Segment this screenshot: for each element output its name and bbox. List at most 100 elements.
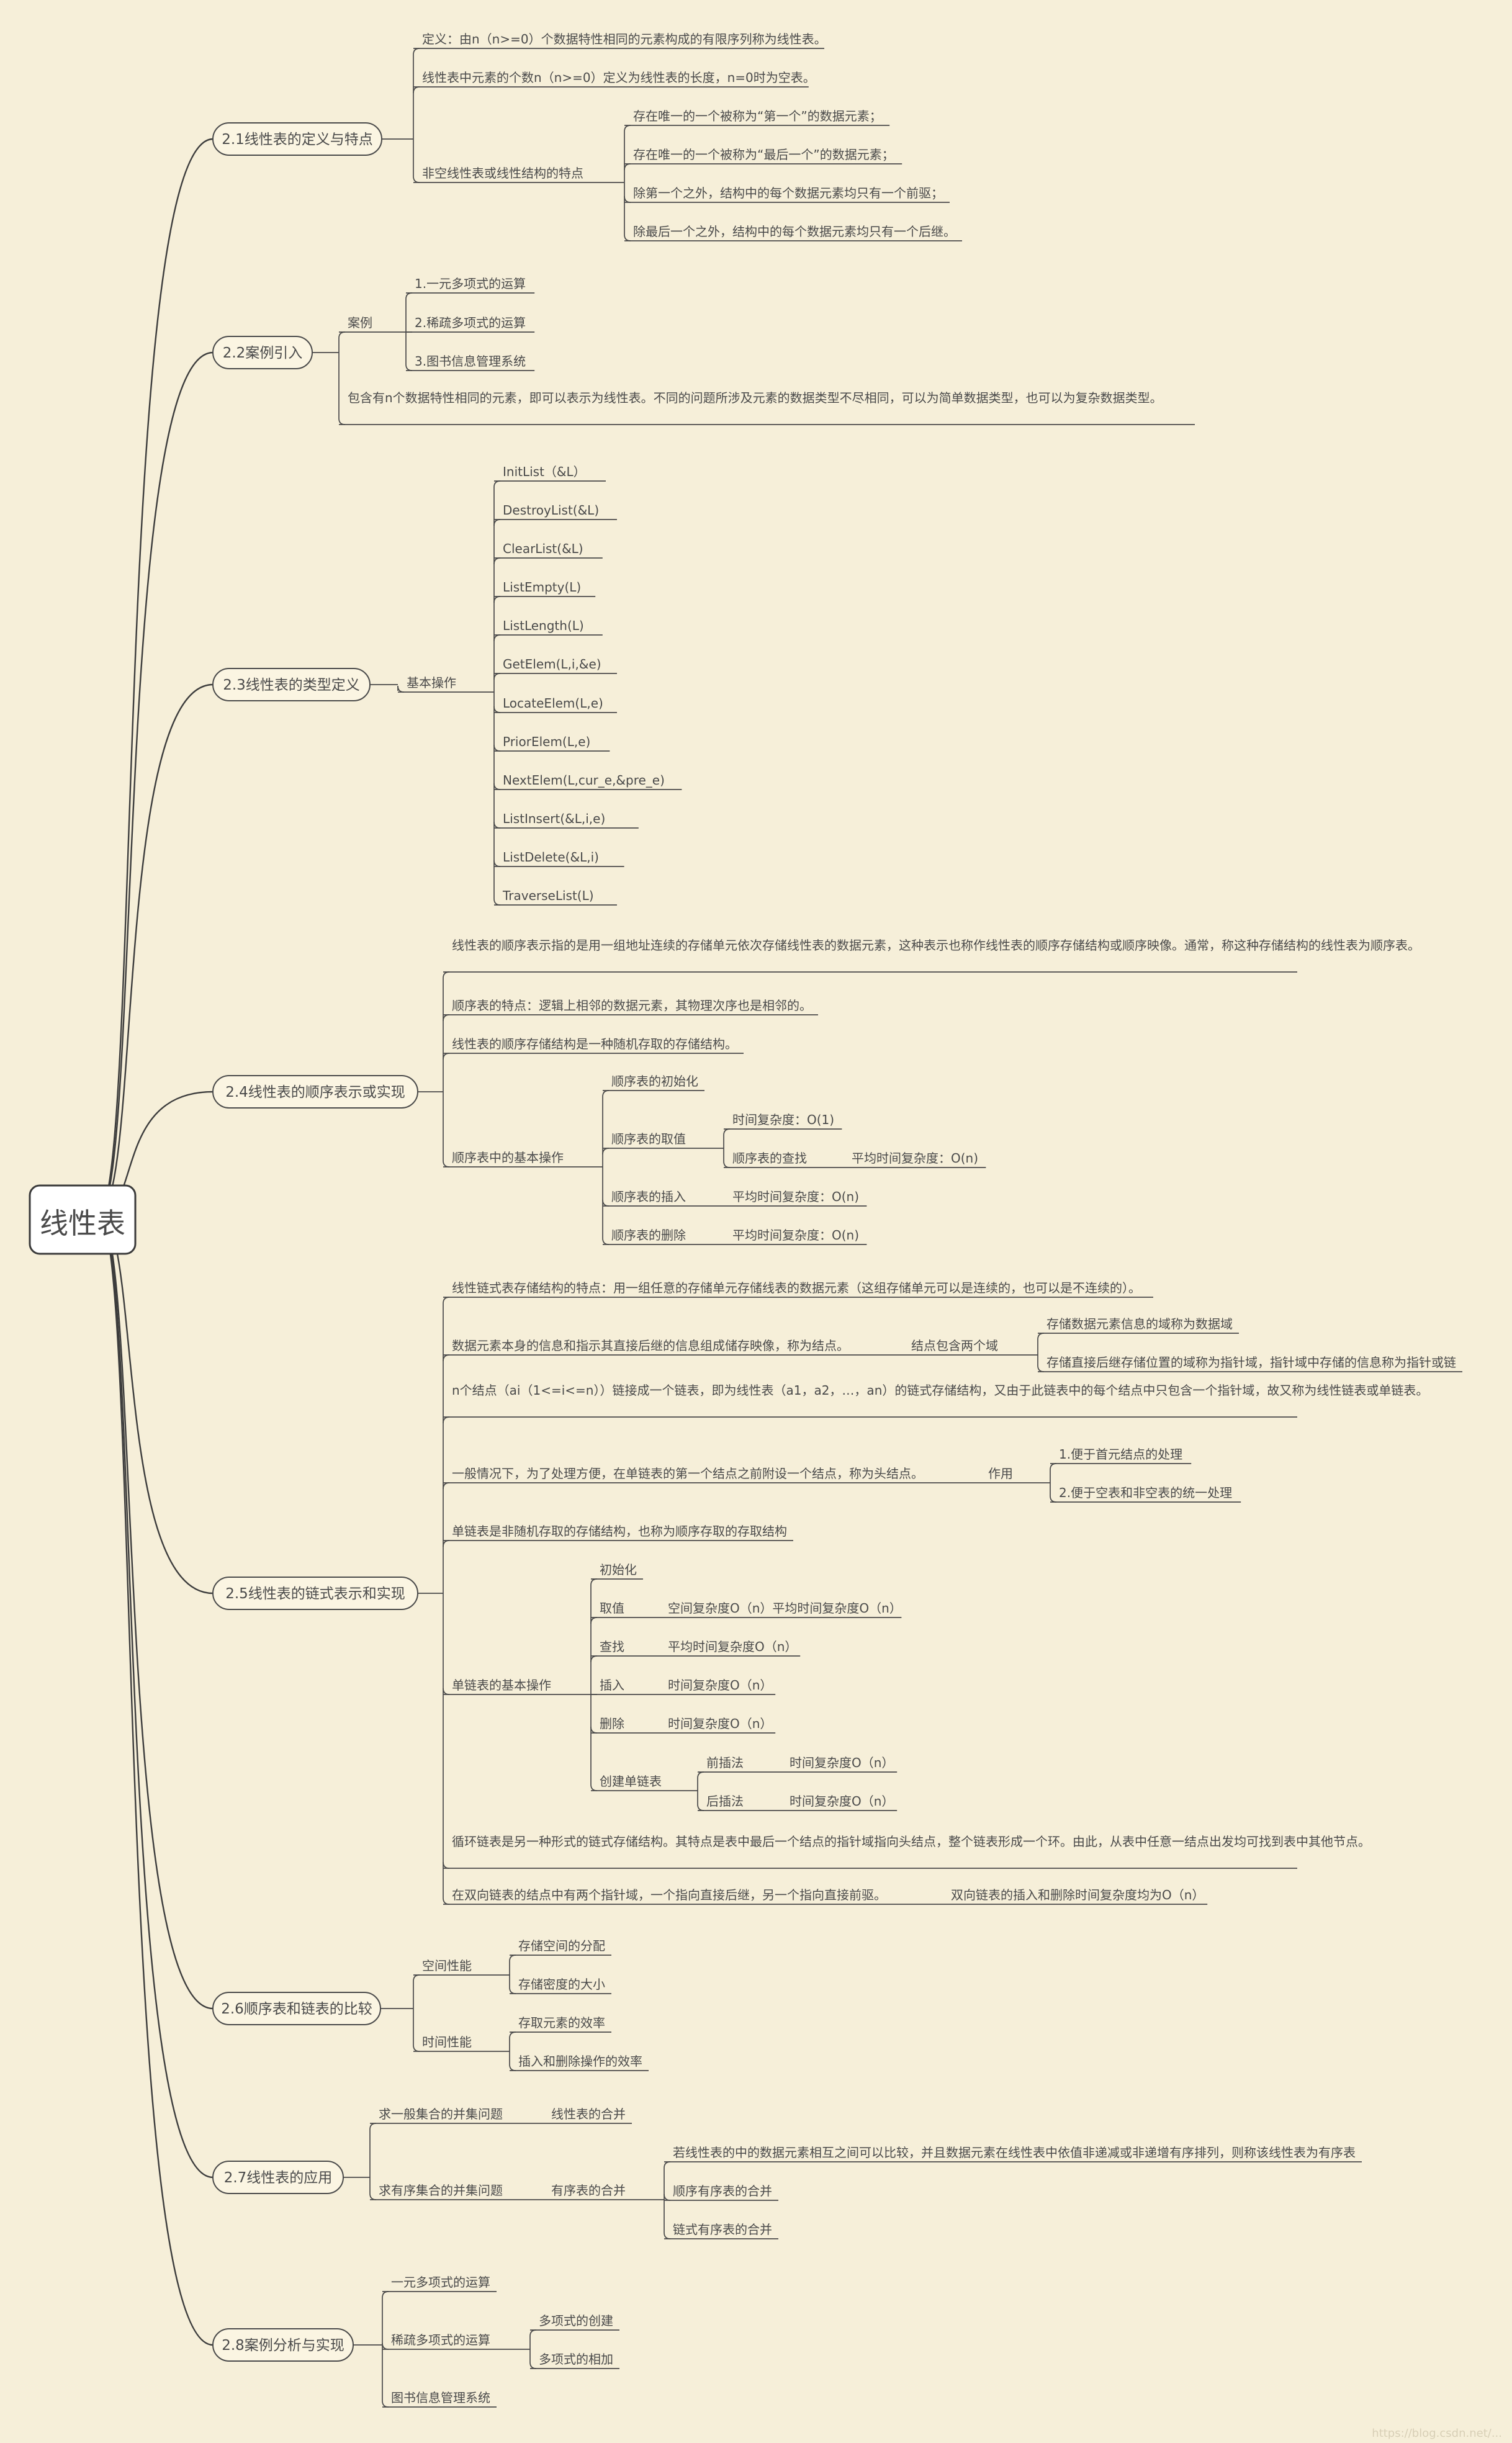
- topic-node[interactable]: 顺序有序表的合并: [664, 2184, 778, 2201]
- topic-node[interactable]: 多项式的相加: [530, 2352, 619, 2369]
- topic-node[interactable]: ListLength(L): [494, 618, 603, 636]
- topic-node[interactable]: 基本操作: [398, 675, 462, 693]
- topic-node[interactable]: 初始化: [591, 1562, 643, 1580]
- topic-node[interactable]: 时间复杂度O（n）: [659, 1716, 776, 1734]
- topic-node[interactable]: 存取元素的效率: [510, 2015, 611, 2033]
- topic-node[interactable]: 在双向链表的结点中有两个指针域，一个指向直接后继，另一个指向直接前驱。: [443, 1887, 893, 1905]
- section-node[interactable]: 2.8案例分析与实现: [212, 2328, 354, 2362]
- topic-node[interactable]: 有序表的合并: [542, 2183, 632, 2200]
- topic-node[interactable]: 2.稀疏多项式的运算: [406, 315, 535, 333]
- topic-label: 数据元素本身的信息和指示其直接后继的信息组成储存映像，称为结点。: [452, 1338, 849, 1353]
- section-node[interactable]: 2.6顺序表和链表的比较: [212, 1992, 381, 2025]
- topic-node[interactable]: 取值: [591, 1601, 631, 1618]
- topic-node[interactable]: 2.便于空表和非空表的统一处理: [1050, 1485, 1241, 1503]
- topic-node[interactable]: 3.图书信息管理系统: [406, 354, 535, 371]
- topic-node[interactable]: 多项式的创建: [530, 2313, 619, 2331]
- topic-node[interactable]: 存储空间的分配: [510, 1938, 611, 1956]
- section-node[interactable]: 2.1线性表的定义与特点: [212, 122, 382, 156]
- topic-node[interactable]: NextElem(L,cur_e,&pre_e): [494, 773, 682, 790]
- topic-label: 除最后一个之外，结构中的每个数据元素均只有一个后继。: [633, 224, 956, 239]
- topic-node[interactable]: 包含有n个数据特性相同的元素，即可以表示为线性表。不同的问题所涉及元素的数据类型…: [339, 390, 1195, 425]
- section-node[interactable]: 2.5线性表的链式表示和实现: [212, 1577, 418, 1610]
- topic-node[interactable]: GetElem(L,i,&e): [494, 657, 617, 674]
- topic-node[interactable]: 链式有序表的合并: [664, 2222, 778, 2239]
- topic-node[interactable]: 单链表的基本操作: [443, 1678, 557, 1695]
- topic-node[interactable]: 平均时间复杂度O（n）: [659, 1639, 801, 1657]
- topic-node[interactable]: 一般情况下，为了处理方便，在单链表的第一个结点之前附设一个结点，称为头结点。: [443, 1466, 930, 1483]
- topic-node[interactable]: TraverseList(L): [494, 888, 617, 906]
- topic-node[interactable]: 查找: [591, 1639, 631, 1657]
- topic-node[interactable]: 线性表的顺序表示指的是用一组地址连续的存储单元依次存储线性表的数据元素，这种表示…: [443, 938, 1420, 973]
- topic-node[interactable]: 除第一个之外，结构中的每个数据元素均只有一个前驱；: [624, 186, 950, 203]
- connector-elbow: [397, 685, 405, 693]
- topic-node[interactable]: 顺序表的删除: [603, 1228, 692, 1245]
- topic-node[interactable]: 单链表是非随机存取的存储结构，也称为顺序存取的存取结构: [443, 1524, 793, 1541]
- topic-node[interactable]: 顺序表的特点：逻辑上相邻的数据元素，其物理次序也是相邻的。: [443, 998, 818, 1015]
- topic-node[interactable]: 存在唯一的一个被称为“第一个”的数据元素；: [624, 109, 890, 126]
- topic-node[interactable]: 顺序表的插入: [603, 1189, 692, 1207]
- topic-node[interactable]: 线性表的顺序存储结构是一种随机存取的存储结构。: [443, 1037, 744, 1054]
- topic-node[interactable]: 1.便于首元结点的处理: [1050, 1447, 1192, 1464]
- topic-node[interactable]: 非空线性表或线性结构的特点: [413, 166, 590, 183]
- topic-node[interactable]: 顺序表的初始化: [603, 1074, 704, 1091]
- topic-node[interactable]: InitList（&L）: [494, 464, 606, 482]
- topic-node[interactable]: 除最后一个之外，结构中的每个数据元素均只有一个后继。: [624, 224, 962, 241]
- topic-node[interactable]: 插入: [591, 1678, 631, 1695]
- topic-node[interactable]: 时间复杂度O（n）: [659, 1678, 776, 1695]
- topic-node[interactable]: 顺序表的查找: [724, 1151, 813, 1168]
- root-node[interactable]: 线性表: [29, 1184, 137, 1255]
- topic-node[interactable]: 空间复杂度O（n）平均时间复杂度O（n）: [659, 1601, 902, 1618]
- topic-label: 有序表的合并: [551, 2183, 626, 2198]
- topic-node[interactable]: 线性表的合并: [542, 2107, 632, 2124]
- topic-node[interactable]: 时间复杂度O（n）: [781, 1755, 898, 1773]
- topic-node[interactable]: 插入和删除操作的效率: [510, 2054, 649, 2071]
- topic-node[interactable]: 1.一元多项式的运算: [406, 276, 535, 294]
- topic-node[interactable]: 空间性能: [413, 1958, 478, 1976]
- topic-node[interactable]: 时间性能: [413, 2035, 478, 2052]
- topic-node[interactable]: 循环链表是另一种形式的链式存储结构。其特点是表中最后一个结点的指针域指向头结点，…: [443, 1834, 1370, 1869]
- topic-node[interactable]: 顺序表的取值: [603, 1132, 692, 1149]
- topic-node[interactable]: 求一般集合的并集问题: [370, 2107, 509, 2124]
- topic-node[interactable]: 时间复杂度：O(1): [724, 1112, 842, 1130]
- topic-node[interactable]: 定义：由n（n>=0）个数据特性相同的元素构成的有限序列称为线性表。: [413, 32, 827, 49]
- topic-node[interactable]: 若线性表的中的数据元素相互之间可以比较，并且数据元素在线性表中依值非递减或非递增…: [664, 2145, 1362, 2162]
- topic-node[interactable]: n个结点（ai（1<=i<=n））链接成一个链表，即为线性表（a1，a2，…，a…: [443, 1383, 1428, 1418]
- topic-node[interactable]: 稀疏多项式的运算: [382, 2333, 497, 2350]
- topic-node[interactable]: 存储密度的大小: [510, 1977, 611, 1994]
- topic-node[interactable]: 时间复杂度O（n）: [781, 1794, 898, 1811]
- topic-node[interactable]: 求有序集合的并集问题: [370, 2183, 509, 2200]
- topic-node[interactable]: ListEmpty(L): [494, 580, 596, 597]
- section-node[interactable]: 2.2案例引入: [212, 336, 313, 369]
- topic-node[interactable]: 图书信息管理系统: [382, 2390, 497, 2408]
- topic-node[interactable]: ClearList(&L): [494, 541, 603, 559]
- topic-label: 顺序表中的基本操作: [452, 1150, 564, 1165]
- topic-node[interactable]: PriorElem(L,e): [494, 734, 610, 752]
- topic-node[interactable]: 顺序表中的基本操作: [443, 1150, 570, 1168]
- topic-node[interactable]: 数据元素本身的信息和指示其直接后继的信息组成储存映像，称为结点。: [443, 1338, 855, 1356]
- topic-node[interactable]: DestroyList(&L): [494, 503, 617, 520]
- topic-node[interactable]: 案例: [339, 315, 379, 333]
- topic-node[interactable]: 一元多项式的运算: [382, 2275, 497, 2292]
- section-node[interactable]: 2.3线性表的类型定义: [212, 668, 371, 701]
- topic-node[interactable]: 存储直接后继存储位置的域称为指针域，指针域中存储的信息称为指针或链: [1038, 1355, 1462, 1372]
- topic-node[interactable]: 结点包含两个域: [902, 1338, 1004, 1356]
- topic-node[interactable]: ListInsert(&L,i,e): [494, 811, 639, 829]
- topic-node[interactable]: 线性表中元素的个数n（n>=0）定义为线性表的长度，n=0时为空表。: [413, 70, 816, 88]
- topic-node[interactable]: 存储数据元素信息的域称为数据域: [1038, 1316, 1239, 1334]
- topic-node[interactable]: 后插法: [698, 1794, 750, 1811]
- topic-node[interactable]: 双向链表的插入和删除时间复杂度均为O（n）: [942, 1887, 1208, 1905]
- section-node[interactable]: 2.7线性表的应用: [212, 2161, 344, 2194]
- topic-node[interactable]: 平均时间复杂度：O(n): [724, 1189, 867, 1207]
- section-node[interactable]: 2.4线性表的顺序表示或实现: [212, 1075, 418, 1109]
- topic-node[interactable]: ListDelete(&L,i): [494, 850, 624, 867]
- topic-node[interactable]: 删除: [591, 1716, 631, 1734]
- topic-node[interactable]: 创建单链表: [591, 1774, 668, 1791]
- topic-node[interactable]: 存在唯一的一个被称为“最后一个”的数据元素；: [624, 147, 902, 164]
- topic-node[interactable]: 作用: [979, 1466, 1019, 1483]
- topic-node[interactable]: 线性链式表存储结构的特点：用一组任意的存储单元存储线表的数据元素（这组存储单元可…: [443, 1280, 1153, 1298]
- topic-node[interactable]: LocateElem(L,e): [494, 696, 617, 713]
- topic-node[interactable]: 平均时间复杂度：O(n): [724, 1228, 867, 1245]
- topic-label: 时间复杂度O（n）: [668, 1716, 772, 1731]
- topic-node[interactable]: 平均时间复杂度：O(n): [843, 1151, 986, 1168]
- topic-node[interactable]: 前插法: [698, 1755, 750, 1773]
